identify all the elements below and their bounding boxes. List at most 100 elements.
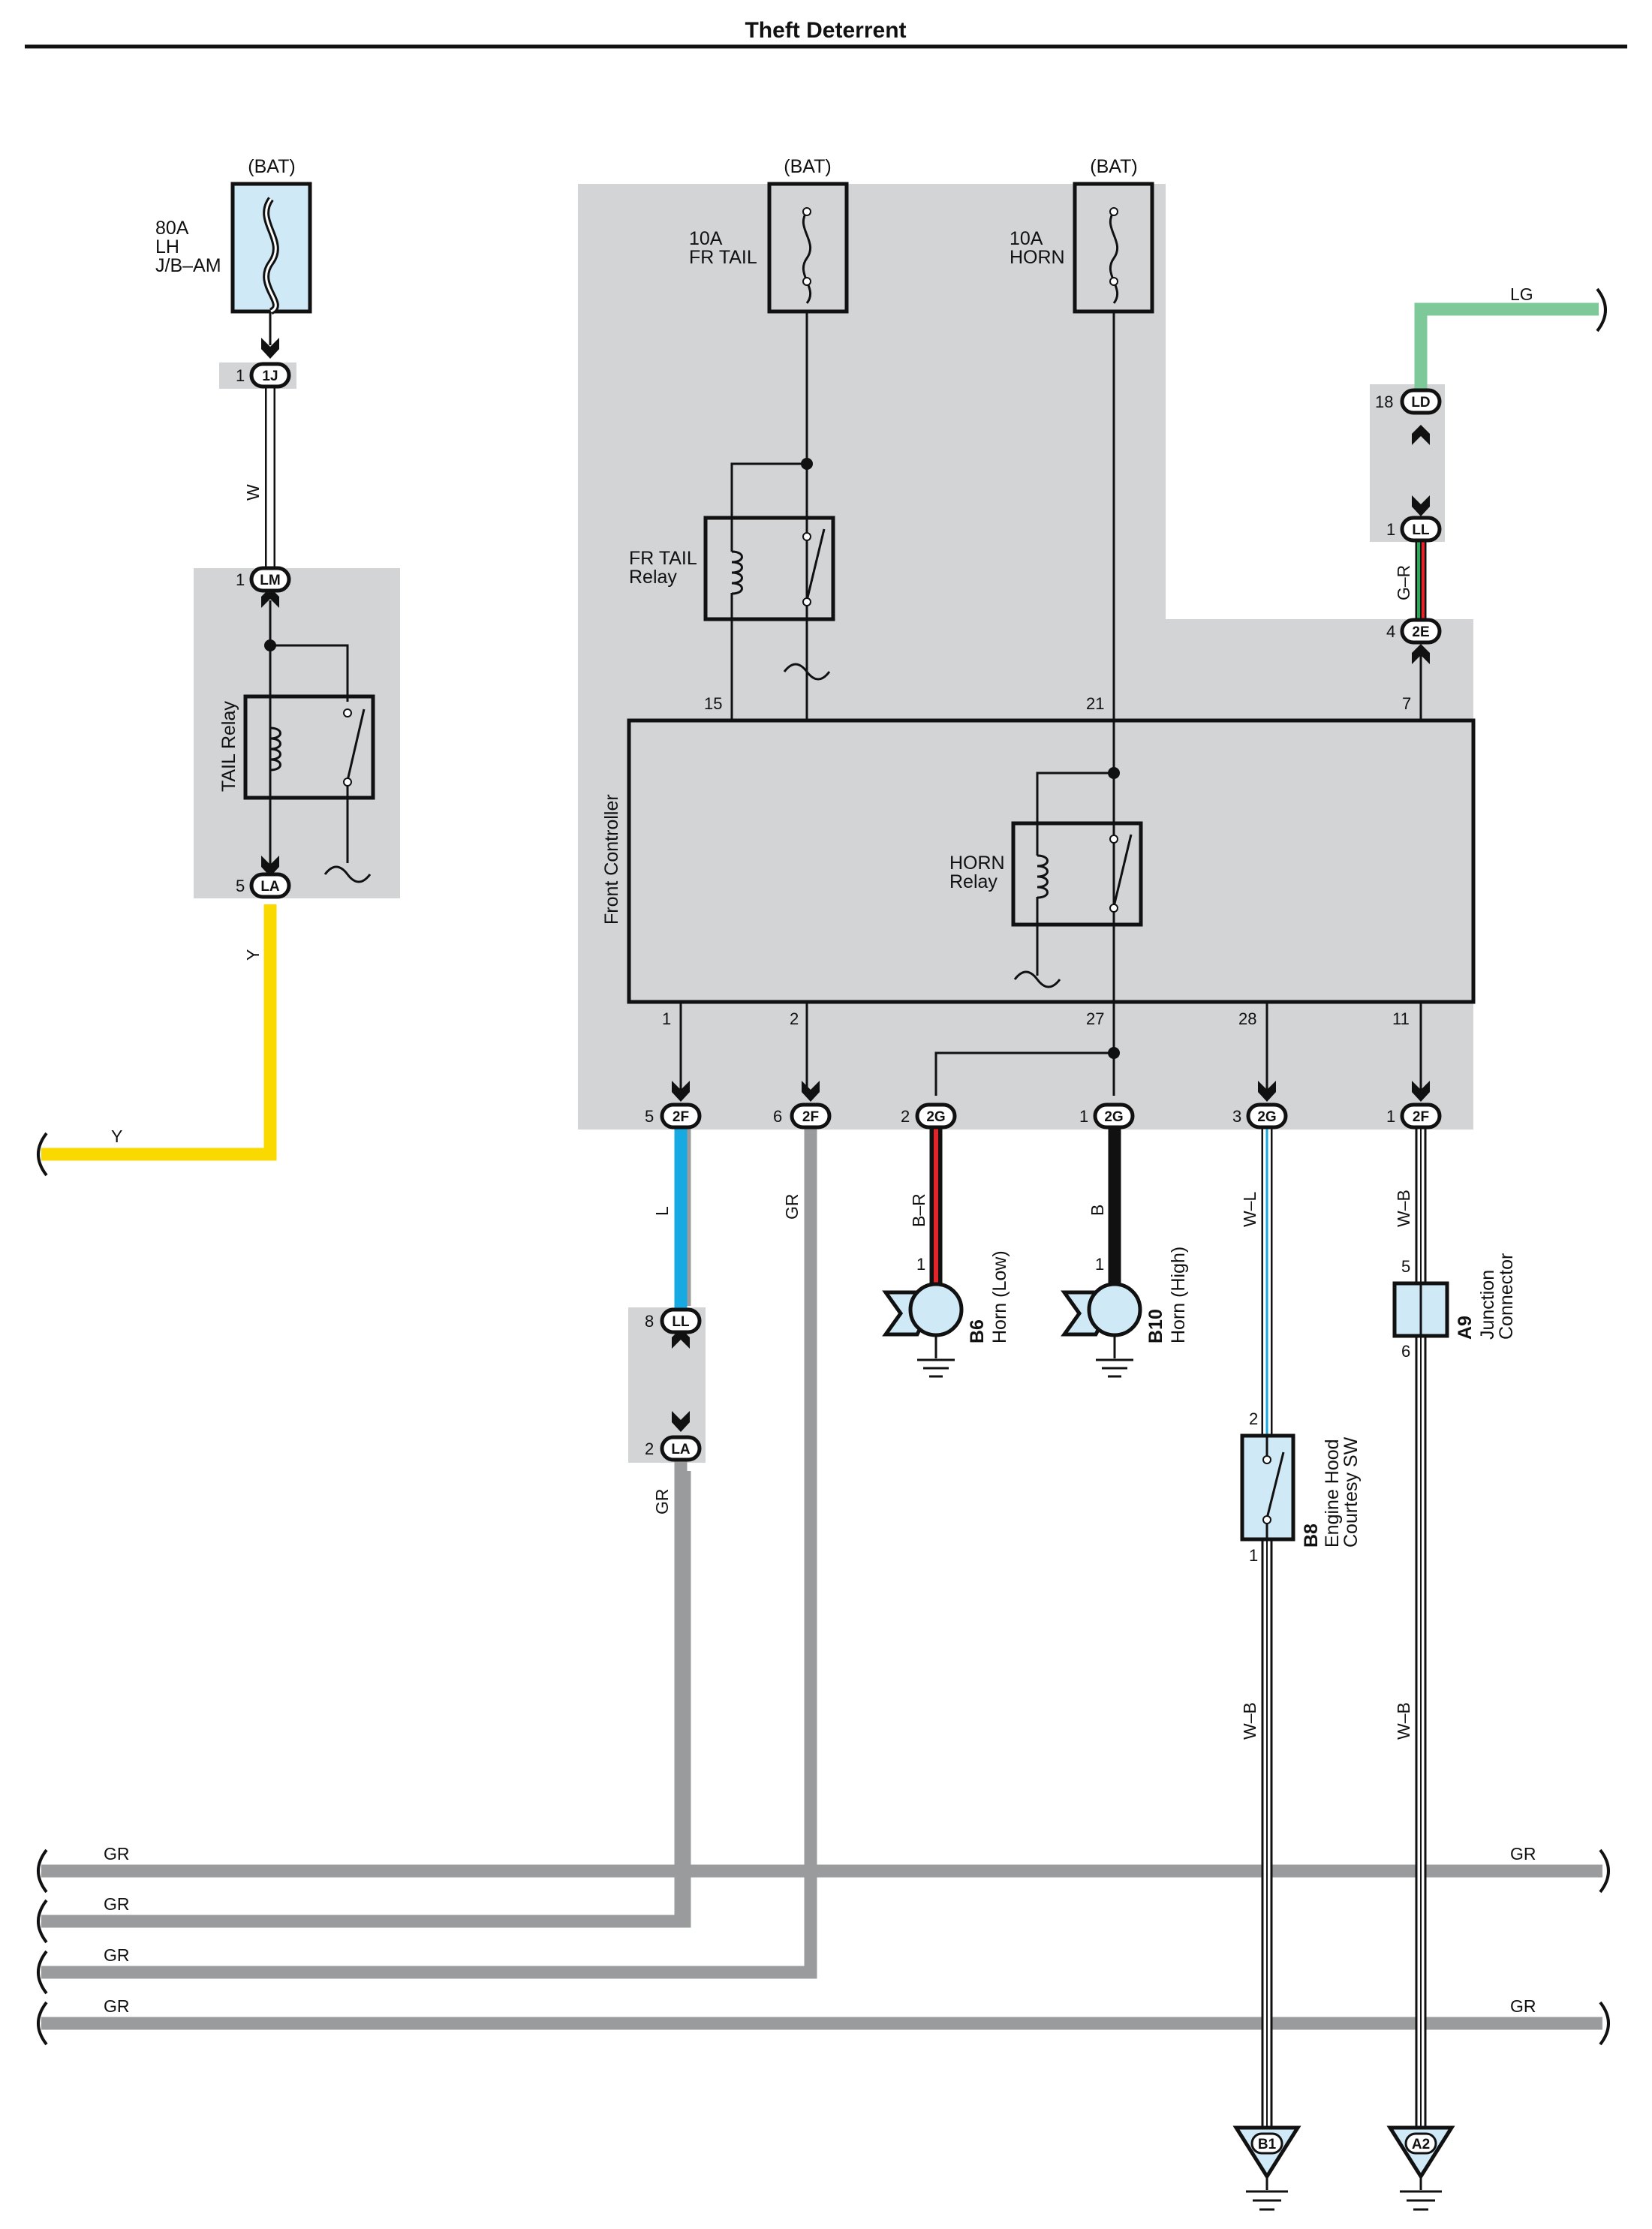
horn-low-b6: [882, 1282, 964, 1378]
ground-a2-label: A2: [1412, 2137, 1430, 2152]
conn-ll1-code: LL: [1412, 522, 1430, 538]
b8-line1: Engine Hood: [1322, 1439, 1343, 1548]
conn-2g3-pin: 3: [1232, 1107, 1241, 1126]
connector-pills: [249, 362, 1442, 1462]
conn-ll8-pin: 8: [645, 1312, 654, 1331]
conn-2g1-code: 2G: [1104, 1109, 1123, 1125]
conn-2f5-code: 2F: [673, 1109, 689, 1125]
wire-label-w-l: W–L: [1240, 1192, 1259, 1228]
horn-low-pin: 1: [916, 1255, 925, 1274]
conn-la2-pin: 2: [645, 1439, 654, 1458]
connector-chevrons: [261, 338, 1430, 1432]
a9-pin-top: 5: [1401, 1257, 1410, 1276]
ground-a2-tag: [1404, 2132, 1437, 2155]
ground-b1-label: B1: [1258, 2137, 1277, 2152]
horn-relay-label-1: HORN: [949, 853, 1005, 874]
fc-pin-28: 28: [1238, 1009, 1256, 1028]
wire-label-g-r: G–R: [1394, 565, 1413, 600]
wire-label-gr-bus4-right: GR: [1510, 1996, 1536, 2016]
horn-relay: [1011, 821, 1143, 988]
wire-label-gr-bus2: GR: [104, 1894, 130, 1914]
wire-label-l: L: [652, 1206, 672, 1216]
engine-hood-courtesy-switch: [1240, 1433, 1295, 1542]
wire-label-gr-la: GR: [652, 1489, 672, 1515]
bus-wire-ends: [37, 1848, 1610, 2046]
fc-pin-27: 27: [1086, 1009, 1104, 1028]
fc-pin-11: 11: [1392, 1009, 1410, 1028]
fc-pin-2: 2: [790, 1009, 799, 1028]
fuse-horn-name: HORN: [1010, 247, 1065, 268]
wire-label-b-r: B–R: [909, 1193, 928, 1227]
conn-2g2-code: 2G: [926, 1109, 945, 1125]
a9-code: A9: [1455, 1316, 1476, 1340]
conn-2f5-pin: 5: [645, 1107, 654, 1126]
conn-2f1-pin: 1: [1386, 1107, 1395, 1126]
b8-pin-bottom: 1: [1249, 1546, 1258, 1565]
b8-line2: Courtesy SW: [1341, 1436, 1362, 1548]
wire-g-r: [1415, 537, 1427, 619]
b8-code: B8: [1301, 1524, 1322, 1548]
fuse-fr-tail: [767, 182, 849, 314]
gr-bus-wires: [41, 1126, 1602, 2030]
conn-ld-code: LD: [1411, 395, 1430, 411]
conn-2e-pin: 4: [1386, 622, 1395, 641]
conn-2f6-pin: 6: [773, 1107, 782, 1126]
tail-relay-label: TAIL Relay: [218, 701, 239, 792]
conn-ld-pin: 18: [1375, 393, 1393, 411]
conn-la2-code: LA: [671, 1442, 691, 1457]
conn-ll8-code: LL: [672, 1314, 690, 1330]
wire-y: [41, 904, 277, 1161]
front-controller-shade: [578, 184, 1473, 1130]
fuse-80a: [230, 182, 312, 315]
fc-pin-1: 1: [662, 1009, 671, 1028]
fuse-80a-line1: LH: [155, 236, 179, 257]
horn-high-b10: [1061, 1282, 1142, 1378]
horn-low-name: Horn (Low): [989, 1250, 1010, 1343]
wire-label-y-vert: Y: [243, 949, 263, 961]
wire-label-lg: LG: [1510, 284, 1533, 304]
fr-tail-relay-label-1: FR TAIL: [629, 548, 697, 569]
conn-2f1-code: 2F: [1413, 1109, 1429, 1125]
wire-label-w-b-top: W–B: [1394, 1190, 1413, 1227]
conn-lm-code: LM: [260, 573, 280, 588]
wire-label-w: W: [243, 484, 263, 501]
fc-pin-15: 15: [704, 694, 722, 713]
tail-relay-shade: [194, 568, 400, 898]
fuse-horn: [1073, 182, 1154, 314]
conn-lm-pin: 1: [236, 570, 245, 589]
wire-w-b: [1261, 1126, 1427, 2128]
conn-2g2-pin: 2: [901, 1107, 910, 1126]
fuse-fr-tail-name: FR TAIL: [689, 247, 757, 268]
page-title: Theft Deterrent: [745, 18, 906, 43]
conn-1j-code: 1J: [262, 368, 278, 384]
wire-label-gr-bus1-right: GR: [1510, 1844, 1536, 1864]
fuse-horn-amps: 10A: [1010, 228, 1043, 249]
horn-relay-label-2: Relay: [949, 871, 998, 892]
fuse-fr-tail-amps: 10A: [689, 228, 723, 249]
a9-line2: Connector: [1496, 1253, 1517, 1340]
tail-relay: [243, 694, 375, 883]
fr-tail-relay-label-2: Relay: [629, 567, 677, 588]
wire-lg-end: [1596, 287, 1607, 332]
bat-label-1: (BAT): [248, 156, 295, 177]
conn-2g3-code: 2G: [1257, 1109, 1276, 1125]
horn-high-name: Horn (High): [1168, 1247, 1189, 1343]
wire-label-gr-2f6: GR: [782, 1194, 802, 1220]
conn-2g1-pin: 1: [1079, 1107, 1088, 1126]
fr-tail-relay: [703, 516, 835, 681]
wire-label-y-horz: Y: [111, 1127, 122, 1146]
conn-la-code: LA: [260, 879, 280, 895]
wire-label-gr-bus3: GR: [104, 1945, 130, 1965]
horn-high-code: B10: [1145, 1309, 1166, 1343]
fuse-80a-line2: J/B–AM: [155, 255, 221, 276]
wire-y-end: [37, 1132, 48, 1177]
wire-lg: [1414, 302, 1599, 390]
horn-low-code: B6: [967, 1319, 988, 1343]
conn-2f6-code: 2F: [802, 1109, 819, 1125]
front-controller-label: Front Controller: [601, 794, 622, 925]
conn-2e-code: 2E: [1412, 624, 1429, 640]
a9-line1: Junction: [1477, 1270, 1498, 1340]
wire-label-w-b-a2: W–B: [1394, 1702, 1413, 1740]
conn-1j-pin: 1: [236, 366, 245, 385]
